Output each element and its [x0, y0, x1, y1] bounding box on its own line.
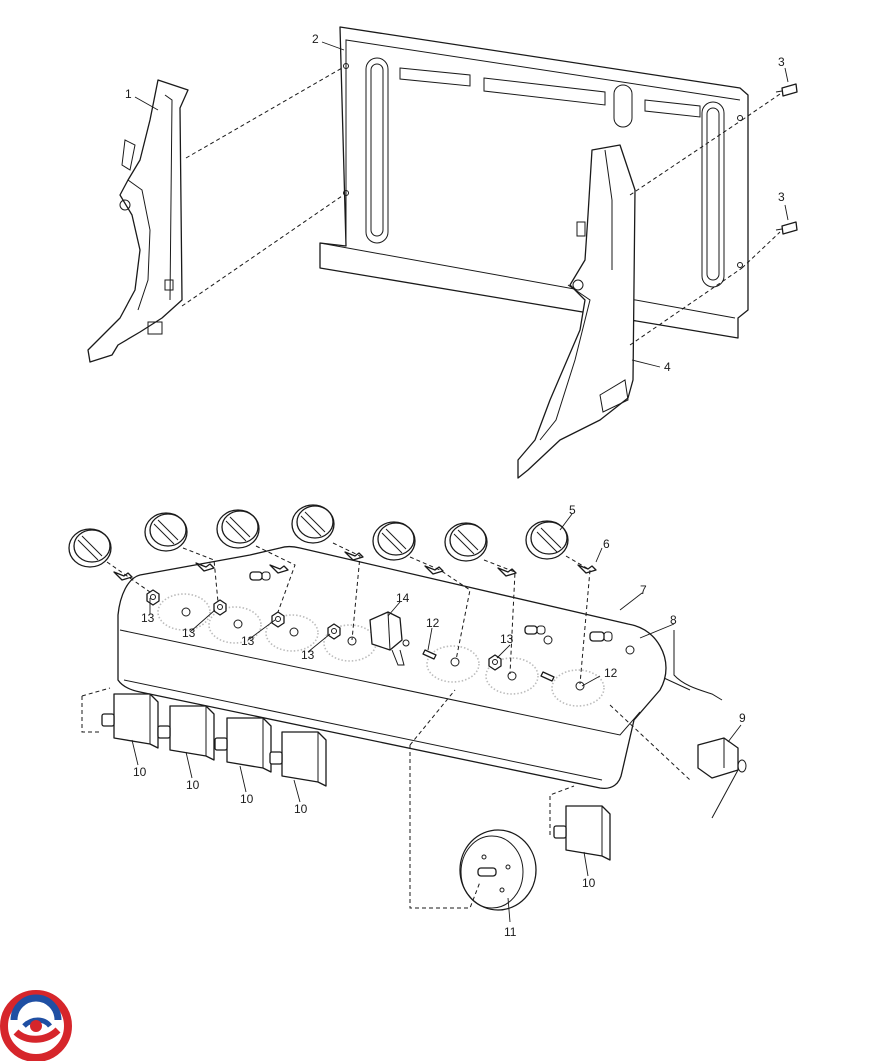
screw-part-lower [775, 221, 798, 235]
indicator-lamp-part [589, 631, 613, 642]
callout-11: 11 [504, 925, 517, 939]
energy-regulator-part [269, 731, 327, 787]
indicator-lamp-part [524, 625, 546, 635]
callout-5: 5 [569, 503, 576, 517]
callout-4: 4 [664, 360, 671, 374]
knob-clip-part [269, 564, 289, 574]
wire-part [673, 630, 723, 701]
screw-part-upper [775, 83, 798, 97]
timer-part [459, 829, 537, 911]
nut-part [327, 623, 341, 640]
callout-10: 10 [582, 876, 596, 890]
knob-clip-part [424, 565, 444, 575]
callout-13: 13 [500, 632, 514, 646]
callout-3: 3 [778, 190, 785, 204]
control-knob-part [144, 512, 188, 552]
control-knob-part [216, 509, 260, 549]
assembly-line [181, 195, 343, 307]
energy-regulator-part [214, 717, 272, 773]
nut-part [271, 611, 285, 628]
callout-10: 10 [186, 778, 200, 792]
panel-screw-part [540, 671, 555, 682]
switch-assembly-part [697, 737, 747, 819]
control-knob-part [444, 522, 488, 562]
energy-regulator-part [101, 693, 159, 749]
logo-outer-ring [0, 990, 72, 1061]
knob-clip-part [344, 551, 364, 561]
panel-screw-part [422, 649, 437, 660]
callout-2: 2 [312, 32, 319, 46]
nut-part [146, 589, 160, 606]
callout-10: 10 [133, 765, 147, 779]
callout-13: 13 [182, 626, 196, 640]
rocker-switch-part [369, 611, 410, 666]
callout-13: 13 [141, 611, 155, 625]
callout-12: 12 [604, 666, 618, 680]
knob-clip-part [195, 562, 215, 572]
indicator-lamp-part [249, 571, 271, 581]
callout-9: 9 [739, 711, 746, 725]
assembly-line [629, 119, 743, 196]
nut-part [488, 654, 502, 671]
logo-center [30, 1020, 42, 1032]
right-side-bracket-part [517, 144, 636, 479]
callout-10: 10 [294, 802, 308, 816]
assembly-line [741, 231, 781, 269]
control-knob-part [372, 521, 416, 561]
assembly-line [629, 267, 743, 346]
knob-clip-part [497, 567, 517, 577]
callout-1: 1 [125, 87, 132, 101]
control-knob-part [291, 504, 335, 544]
callout-3: 3 [778, 55, 785, 69]
nut-part [213, 599, 227, 616]
back-plate-part [319, 26, 749, 339]
logo-blue-arc [10, 994, 62, 1021]
callout-14: 14 [396, 591, 410, 605]
energy-regulator-part [553, 805, 611, 861]
knob-clip-part [113, 571, 133, 581]
assembly-line [741, 93, 781, 121]
control-knob-part [68, 528, 112, 568]
control-knob-part [525, 520, 569, 560]
callout-13: 13 [241, 634, 255, 648]
callout-10: 10 [240, 792, 254, 806]
energy-regulator-part [157, 705, 215, 761]
assembly-line [185, 67, 343, 159]
logo-blue-swoosh [22, 1017, 52, 1028]
callout-6: 6 [603, 537, 610, 551]
callout-8: 8 [670, 613, 677, 627]
callout-12: 12 [426, 616, 440, 630]
brand-logo [0, 990, 72, 1061]
left-side-bracket-part [87, 79, 189, 363]
callout-13: 13 [301, 648, 315, 662]
knob-clip-part [577, 564, 597, 574]
logo-red-swoosh [13, 1027, 61, 1043]
callout-7: 7 [640, 583, 647, 597]
